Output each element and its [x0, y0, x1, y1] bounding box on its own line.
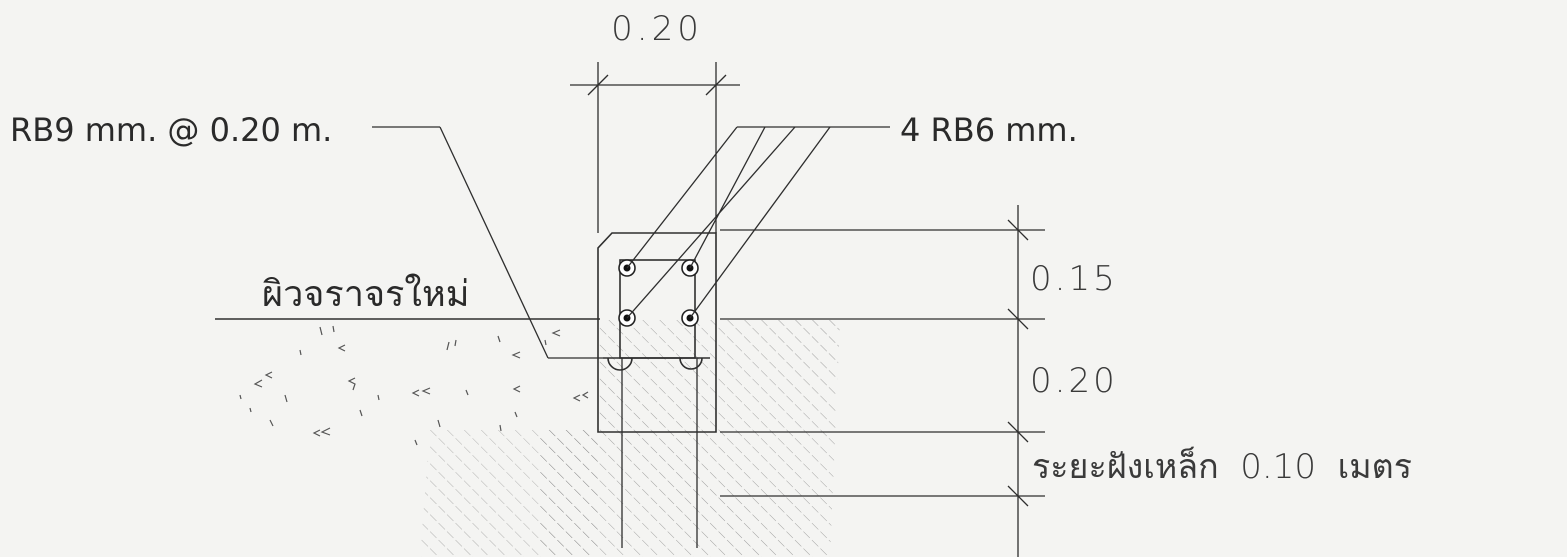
vertical-dimension-chain	[720, 205, 1045, 557]
top-width-dim-text: 0.20	[611, 9, 703, 49]
stirrup-label: RB9 mm. @ 0.20 m.	[10, 111, 332, 149]
rebar-group	[618, 259, 699, 327]
main-bars-label: 4 RB6 mm.	[900, 111, 1078, 149]
soil-hatch	[420, 320, 840, 557]
road-surface-label: ผิวจราจรใหม่	[262, 273, 469, 315]
curb-outline	[597, 232, 717, 433]
dim-upper-text: 0.15	[1030, 259, 1118, 299]
main-bars-leader	[626, 126, 890, 319]
stirrup-hook-right	[679, 357, 703, 370]
embedment-label: ระยะฝังเหล็ก 0.10 เมตร	[1032, 446, 1412, 487]
top-width-dimension	[570, 62, 740, 233]
stirrup-leader	[372, 126, 603, 359]
stirrup-hook-left	[607, 357, 633, 371]
gravel-texture	[239, 325, 589, 446]
dim-middle-text: 0.20	[1030, 361, 1118, 401]
